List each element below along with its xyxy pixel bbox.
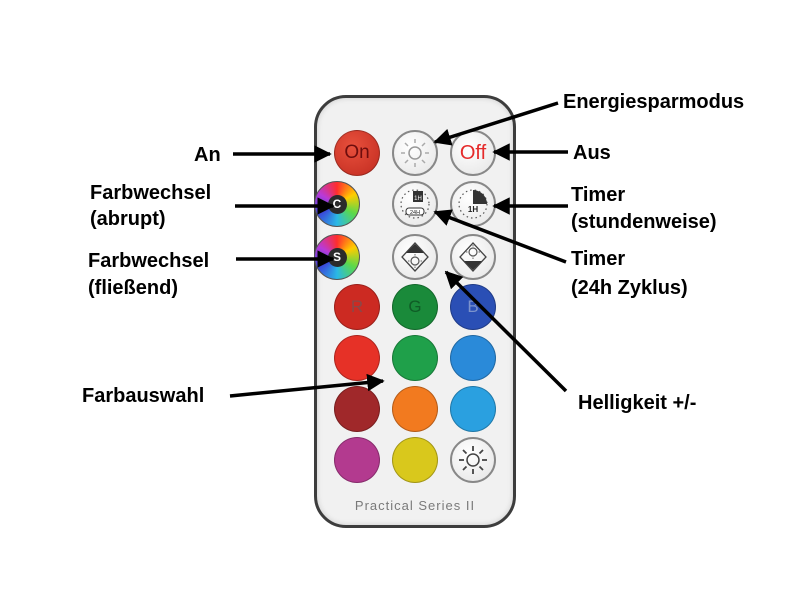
color-button-yellow[interactable] xyxy=(392,437,438,483)
label-farbwechsel-fliessend-2: (fließend) xyxy=(88,277,178,299)
label-timer-24h-1: Timer xyxy=(571,248,626,270)
label-an: An xyxy=(194,144,221,166)
color-button-light-blue[interactable] xyxy=(450,335,496,381)
color-button-dark-red[interactable] xyxy=(334,386,380,432)
timer-hourly-text: 1H xyxy=(468,205,478,214)
label-farbwechsel-fliessend-1: Farbwechsel xyxy=(88,250,210,272)
label-timer-stunden-2: (stundenweise) xyxy=(571,211,717,233)
green-button[interactable]: G xyxy=(392,284,438,330)
timer-24h-text: 24H xyxy=(410,210,420,216)
arrow-farbauswahl xyxy=(229,373,385,398)
on-button-label: On xyxy=(344,142,370,163)
white-sun-icon xyxy=(459,446,487,474)
timer-hourly-icon: 1H xyxy=(458,189,488,219)
label-timer-24h-2: (24h Zyklus) xyxy=(571,277,688,299)
label-energiesparmodus: Energiesparmodus xyxy=(563,91,745,113)
green-button-label: G xyxy=(408,297,422,316)
brightness-up-button[interactable] xyxy=(392,234,438,280)
brand-label: Practical Series II xyxy=(354,498,476,513)
off-button-label: Off xyxy=(459,141,487,164)
sun-icon xyxy=(401,139,429,167)
red-button[interactable]: R xyxy=(334,284,380,330)
label-aus: Aus xyxy=(573,142,611,164)
brightness-up-icon xyxy=(401,242,429,272)
red-button-label: R xyxy=(350,297,364,316)
blue-button-label: B xyxy=(467,297,479,316)
brightness-down-icon xyxy=(459,242,487,272)
on-button[interactable]: On xyxy=(334,130,380,176)
timer-24h-icon: 1H 24H xyxy=(400,189,430,219)
label-farbauswahl: Farbauswahl xyxy=(82,385,205,407)
timer-24h-button[interactable]: 1H 24H xyxy=(392,181,438,227)
color-button-orange[interactable] xyxy=(392,386,438,432)
arrow-energiesparmodus xyxy=(433,101,559,146)
energy-saving-button[interactable] xyxy=(392,130,438,176)
color-button-orange-red[interactable] xyxy=(334,335,380,381)
arrow-helligkeit xyxy=(444,270,568,393)
color-button-cyan[interactable] xyxy=(450,386,496,432)
label-farbwechsel-abrupt-1: Farbwechsel xyxy=(90,182,212,204)
label-helligkeit: Helligkeit +/- xyxy=(578,392,697,414)
label-timer-stunden-1: Timer xyxy=(571,184,626,206)
blue-button[interactable]: B xyxy=(450,284,496,330)
white-light-button[interactable] xyxy=(450,437,496,483)
arrow-timer-24h xyxy=(433,209,567,264)
label-farbwechsel-abrupt-2: (abrupt) xyxy=(90,208,166,230)
timer-hour-text: 1H xyxy=(414,196,422,202)
color-button-magenta[interactable] xyxy=(334,437,380,483)
color-button-bright-green[interactable] xyxy=(392,335,438,381)
